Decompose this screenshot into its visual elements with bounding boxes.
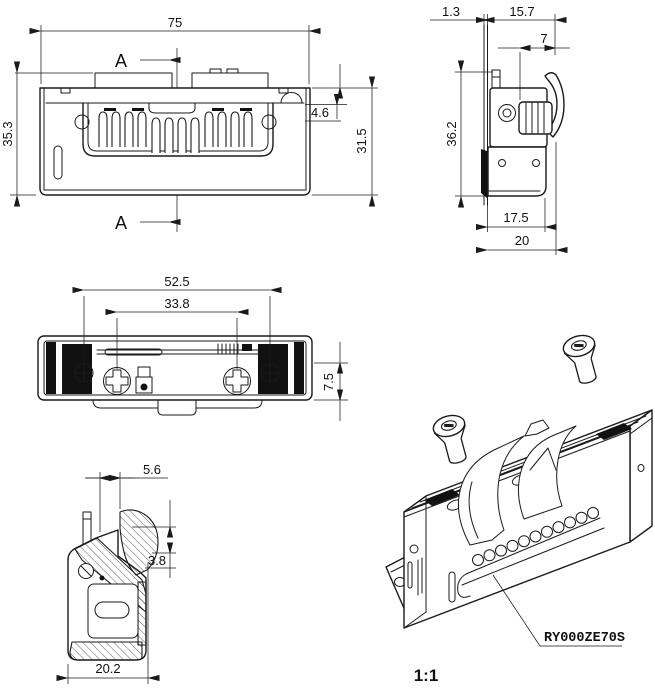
dim-label-33-8: 33.8 (164, 296, 189, 311)
right-face (629, 409, 653, 543)
keeper-flap-right (518, 425, 577, 520)
dim-label-17-5: 17.5 (503, 210, 528, 225)
adjust-screw-right (223, 367, 251, 395)
dim-label-36-2: 36.2 (444, 121, 459, 146)
dim-label-3-8: 3.8 (148, 553, 166, 568)
dimension-side-depth-total: 20 (476, 142, 568, 255)
pivot-pin-right (261, 114, 277, 130)
top-clip (524, 419, 550, 437)
rubber-pad-iso-right (596, 423, 632, 440)
dimension-section-width: 20.2 (56, 562, 160, 684)
rubber-pad-left (62, 344, 92, 394)
section-cavity (87, 583, 139, 639)
dimension-side-depth-upper: 15.7 (476, 4, 567, 55)
dimension-bottom-offset: 7.5 (314, 342, 348, 421)
scale-label: 1:1 (414, 666, 439, 685)
faceplate-lip (481, 149, 487, 198)
mount-screw-left (74, 363, 94, 383)
section-wall-hatch (137, 581, 147, 646)
dim-label-75: 75 (168, 15, 182, 30)
center-notch (148, 102, 196, 114)
section-label-bottom: A (115, 213, 127, 233)
part-number-leader: RY000ZE70S (492, 574, 625, 647)
dimension-section-lip-drop: 3.8 (132, 500, 176, 578)
dim-label-20-2: 20.2 (95, 661, 120, 676)
isometric-view: RY000ZE70S 1:1 (385, 330, 653, 685)
dimension-front-lip-drop: 4.6 (305, 64, 347, 122)
corner-arc (280, 92, 303, 104)
rubber-pad-right-thin (294, 342, 304, 394)
dimension-section-lip-offset: 5.6 (85, 462, 168, 532)
front-view: A A (0, 15, 378, 233)
mount-screw-right (260, 363, 280, 383)
iso-body (385, 409, 653, 629)
front-slot-iso (448, 571, 456, 603)
dim-label-52-5: 52.5 (164, 274, 189, 289)
coil-spring (457, 507, 605, 598)
part-number-label: RY000ZE70S (544, 631, 625, 646)
dimension-bottom-span-outer: 52.5 (72, 274, 282, 366)
side-view-body (481, 24, 565, 206)
bottom-view: 52.5 33.8 7.5 (37, 274, 348, 421)
side-view: 1.3 15.7 7 36.2 17.5 (430, 4, 570, 255)
monitor-pin (491, 69, 501, 89)
latch-block (518, 101, 553, 135)
adjust-screw-left (103, 367, 131, 395)
dim-label-31-5: 31.5 (354, 128, 369, 153)
pivot-pin-left (74, 114, 90, 130)
section-body (67, 509, 159, 661)
keeper-flap-left (457, 435, 525, 546)
rubber-pad-right (258, 344, 288, 394)
dim-label-4-6: 4.6 (311, 105, 329, 120)
side-slot (53, 145, 63, 180)
dimension-side-latch-depth: 7 (498, 31, 570, 100)
dim-label-15-7: 15.7 (509, 4, 534, 19)
dim-label-20: 20 (515, 233, 529, 248)
flap-strut (529, 447, 557, 471)
dim-label-1-3: 1.3 (442, 4, 460, 19)
section-base-hatch (69, 641, 143, 661)
dimension-bottom-span-inner: 33.8 (105, 296, 249, 369)
dim-label-35-3: 35.3 (0, 121, 15, 146)
dimension-front-width: 75 (29, 15, 321, 84)
dimension-side-depth-lower: 17.5 (476, 198, 557, 232)
coil-ticks (217, 343, 252, 355)
dimension-side-faceplate: 1.3 (430, 4, 495, 25)
keeper-hook (544, 72, 565, 138)
rubber-pad-left-thin (46, 342, 56, 394)
front-view-body (39, 68, 311, 196)
section-keeper-hatch (119, 509, 159, 576)
section-aa-view: 5.6 3.8 20.2 (56, 462, 176, 684)
dimension-front-height-body: 31.5 (312, 76, 378, 207)
dim-label-7: 7 (540, 31, 547, 46)
faceplate-lip-outer (82, 102, 274, 157)
dimension-front-height-total: 35.3 (0, 61, 93, 207)
rubber-pad-iso-left (424, 489, 460, 506)
dim-label-5-6: 5.6 (143, 462, 161, 477)
dim-label-7-5: 7.5 (321, 373, 336, 391)
bottom-view-body (37, 335, 313, 416)
section-label-top: A (115, 51, 127, 71)
dimension-side-height: 36.2 (444, 60, 493, 208)
section-slot (94, 601, 130, 619)
countersunk-screw-right (559, 330, 606, 389)
pivot-hole (498, 104, 516, 122)
countersunk-screw-left (429, 410, 476, 469)
lower-housing (487, 146, 547, 197)
housing-outline (39, 87, 311, 196)
front-face (403, 425, 631, 629)
